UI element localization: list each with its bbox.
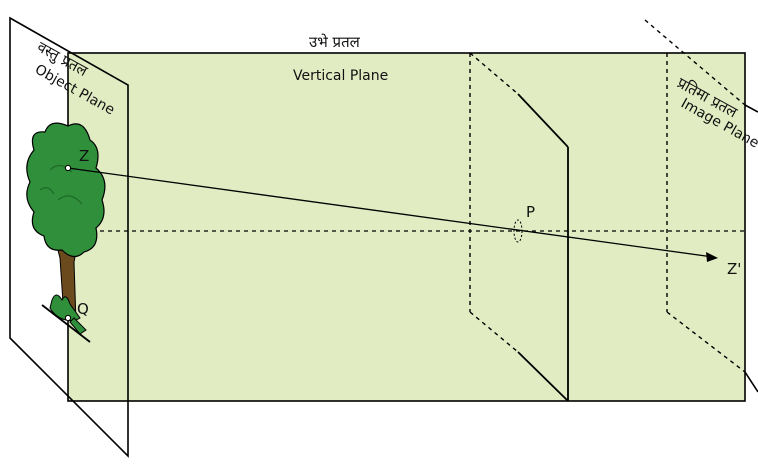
vertical-plane-label: Vertical Plane (293, 68, 388, 84)
point-z-label: Z (79, 147, 89, 165)
pinhole-aperture (513, 219, 523, 243)
point-z-marker (64, 164, 72, 172)
light-ray (67, 167, 718, 262)
point-p-label: P (526, 203, 535, 221)
point-q-label: Q (77, 300, 89, 318)
point-z-prime-label: Z' (727, 260, 741, 278)
title-hindi: उभे प्रतल (309, 33, 361, 51)
pinhole-plane (469, 52, 569, 402)
vertical-plane (67, 52, 746, 402)
object-plane (9, 16, 129, 458)
tree-object (26, 122, 106, 343)
image-plane (644, 19, 758, 393)
point-q-marker (64, 314, 72, 322)
